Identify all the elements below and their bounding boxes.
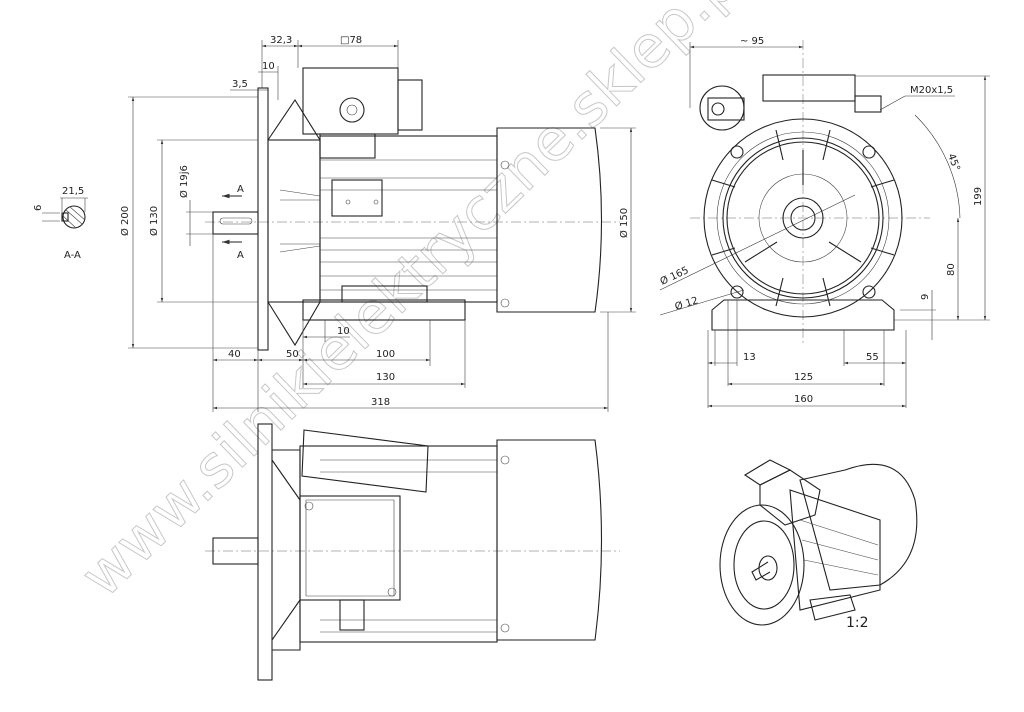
section-height-label: 6 <box>33 205 44 211</box>
dim-flange-dia: Ø 200 <box>119 206 131 236</box>
dim-hole-dia: Ø 12 <box>673 294 699 312</box>
isometric-view: 1:2 <box>719 459 918 631</box>
section-title: A-A <box>64 250 81 261</box>
scale-label: 1:2 <box>846 615 869 631</box>
dim-cover-dia: Ø 150 <box>618 208 630 238</box>
front-view: ~ 95 M20x1,5 45° 199 80 9 Ø 165 Ø 12 13 … <box>658 36 990 408</box>
dim-shaft-dia: Ø 19j6 <box>178 165 190 198</box>
dim-height-199: 199 <box>973 187 984 206</box>
section-a-a: 21,5 6 A-A <box>33 186 88 261</box>
section-mark-top: A <box>237 184 244 195</box>
dim-pcd: Ø 165 <box>658 264 690 288</box>
dim-50: 50 <box>286 349 299 360</box>
dim-box-offset: ~ 95 <box>740 36 764 47</box>
dim-box-78: □78 <box>340 35 362 46</box>
dim-foot-holes: 125 <box>794 372 813 383</box>
dim-100: 100 <box>376 349 395 360</box>
dim-130: 130 <box>376 372 395 383</box>
dim-40: 40 <box>228 349 241 360</box>
dim-gland: M20x1,5 <box>910 85 953 96</box>
dim-foot-total: 160 <box>794 394 813 405</box>
dim-318: 318 <box>371 397 390 408</box>
dim-foot-edge: 13 <box>743 352 756 363</box>
dim-shaft-height: 80 <box>946 263 957 276</box>
dim-32-3: 32,3 <box>270 35 292 46</box>
dim-foot-width: 55 <box>866 352 879 363</box>
dim-spigot-dia: Ø 130 <box>148 206 160 236</box>
dim-10-top: 10 <box>262 61 275 72</box>
section-width-label: 21,5 <box>62 186 84 197</box>
dim-3-5: 3,5 <box>232 79 248 90</box>
dim-angle: 45° <box>945 152 961 172</box>
dim-foot-thickness: 9 <box>920 294 931 300</box>
side-view: 32,3 □78 10 3,5 Ø 200 Ø 130 Ø 19j6 Ø 150… <box>119 35 636 412</box>
plan-view <box>205 423 620 681</box>
section-mark-bottom: A <box>237 250 244 261</box>
dim-foot-hole: 10 <box>337 326 350 337</box>
watermark: www.silnikielektryczne.sklep.pl <box>67 0 761 610</box>
